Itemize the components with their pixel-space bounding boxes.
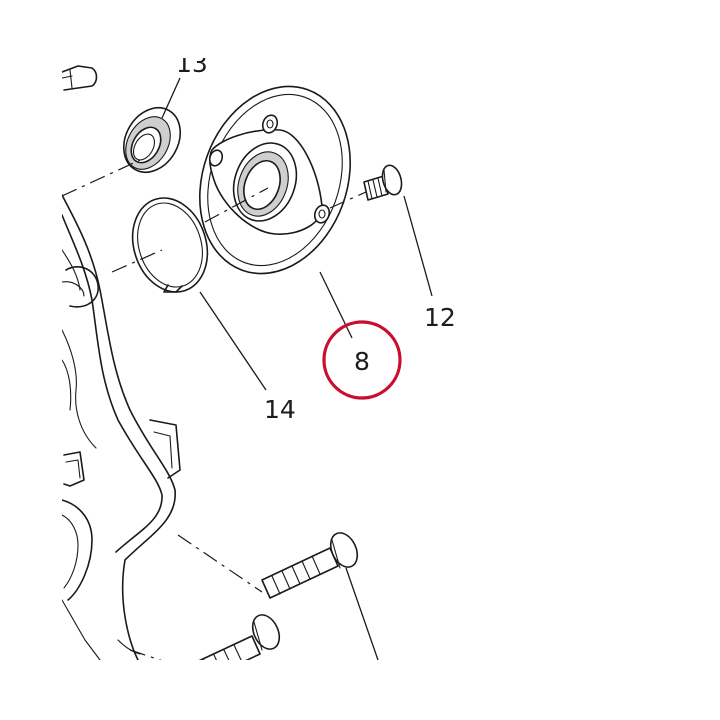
countersunk-screw	[363, 164, 403, 201]
long-bolt-upper	[261, 532, 359, 599]
assembly-centerlines	[61, 159, 367, 671]
bearing-flange-plate	[198, 85, 352, 275]
oil-seal	[122, 107, 182, 173]
leader-lines	[161, 77, 433, 661]
callout-12: 12	[424, 303, 456, 332]
callout-14: 14	[264, 395, 296, 424]
highlight-circle	[322, 320, 402, 400]
left-crop	[0, 0, 62, 720]
callout-8: 8	[354, 347, 370, 376]
top-crop	[0, 0, 720, 58]
crankcase-housing	[61, 65, 181, 661]
bottom-crop	[0, 660, 720, 720]
circlip-ring	[131, 197, 209, 293]
